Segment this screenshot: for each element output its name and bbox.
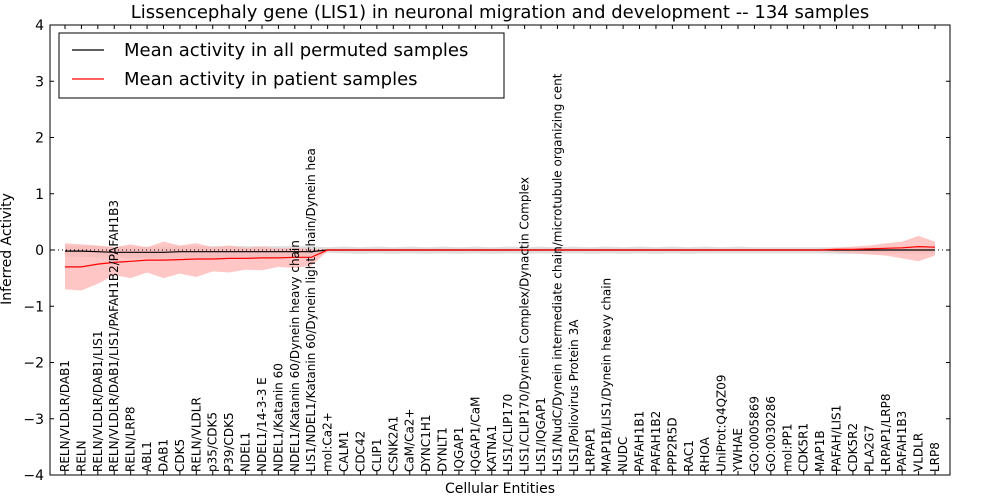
y-tick-label: −2 xyxy=(23,356,44,372)
x-tick-label: mol:Ca2+ xyxy=(321,412,335,472)
legend: Mean activity in all permuted samples Me… xyxy=(58,32,505,99)
patient-mean-line xyxy=(65,245,936,268)
x-tick-label: LIS1/CLIP170/Dynein Complex/Dynactin Com… xyxy=(518,177,532,472)
x-tick-label: MAP1B xyxy=(813,430,827,472)
x-tick-label: LRP8 xyxy=(928,442,942,472)
x-tick-label: NUDC xyxy=(616,437,630,472)
x-tick-label: PAFAH1B3 xyxy=(895,411,909,472)
patient-band xyxy=(65,235,935,291)
x-tick-label: LRPAP1 xyxy=(583,427,597,472)
x-tick-label: CDK5R2 xyxy=(846,423,860,472)
x-tick-label: LIS1/Poliovirus Protein 3A xyxy=(567,319,581,472)
x-tick-label: NDEL1/14-3-3 E xyxy=(255,377,269,472)
x-tick-label: RELN xyxy=(74,440,88,472)
x-tick-label: DYNLT1 xyxy=(436,427,450,472)
legend-label-patient: Mean activity in patient samples xyxy=(124,69,418,90)
x-tick-label: CALM1 xyxy=(337,431,351,472)
x-tick-label: RHOA xyxy=(698,436,712,472)
y-tick-label: −4 xyxy=(23,468,44,484)
x-tick-label: RELN/VLDLR xyxy=(189,397,203,472)
y-tick-label: 3 xyxy=(35,74,44,90)
x-tick-label: mol:PP1 xyxy=(780,423,794,472)
x-tick-label: RELN/VLDLR/DAB1/LIS1/PAFAH1B2/PAFAH1B3 xyxy=(107,200,121,472)
series-lines xyxy=(50,245,950,268)
y-axis-label: Inferred Activity xyxy=(0,193,15,305)
x-tick-label: LIS1/NDEL1/Katanin 60/Dynein light chain… xyxy=(304,148,318,472)
legend-label-permuted: Mean activity in all permuted samples xyxy=(124,40,468,61)
x-tick-label: PLA2G7 xyxy=(862,425,876,472)
x-tick-label: IQGAP1 xyxy=(452,427,466,472)
x-tick-label: UniProt:Q4QZ09 xyxy=(715,374,729,472)
x-tick-label: PAFAH/LIS1 xyxy=(830,405,844,472)
x-tick-label: IQGAP1/CaM xyxy=(468,397,482,473)
x-tick-label: P39/CDK5 xyxy=(222,412,236,472)
x-tick-label: YWHAE xyxy=(731,428,745,473)
y-tick-label: 1 xyxy=(35,187,44,203)
confidence-bands xyxy=(65,235,935,291)
y-tick-label: 4 xyxy=(35,18,44,34)
x-tick-label: CaM/Ca2+ xyxy=(403,408,417,472)
x-tick-label: PAFAH1B1 xyxy=(633,411,647,472)
x-tick-label: LIS1/IQGAP1 xyxy=(534,397,548,472)
x-axis-label: Cellular Entities xyxy=(445,481,555,497)
x-tick-label: RAC1 xyxy=(682,440,696,472)
x-tick-label: p35/CDK5 xyxy=(206,412,220,472)
x-tick-label: LIS1/CLIP170 xyxy=(501,394,515,472)
x-tick-label: CDK5R1 xyxy=(797,423,811,472)
x-tick-label: PAFAH1B2 xyxy=(649,411,663,472)
x-tick-label: KATNA1 xyxy=(485,425,499,472)
x-tick-label: RELN/LRP8 xyxy=(124,406,138,472)
x-tick-label: RELN/VLDLR/DAB1 xyxy=(58,360,72,472)
x-tick-label: CDK5 xyxy=(173,439,187,472)
x-tick-label: VLDLR xyxy=(912,433,926,472)
x-tick-label: LIS1/NudC/Dynein intermediate chain/micr… xyxy=(551,73,565,472)
plot-frame xyxy=(49,24,951,476)
x-tick-label: NDEL1/Katanin 60 xyxy=(271,363,285,472)
y-tick-label: −3 xyxy=(23,412,44,428)
x-tick-label: CDC42 xyxy=(354,431,368,472)
x-tick-label: MAP1B/LIS1/Dynein heavy chain xyxy=(600,278,614,472)
y-tick-label: 2 xyxy=(35,131,44,147)
x-tick-label: CSNK2A1 xyxy=(386,416,400,472)
x-tick-label: NDEL1 xyxy=(239,432,253,472)
y-tick-label: −1 xyxy=(23,299,44,315)
x-tick-label: DYNC1H1 xyxy=(419,414,433,472)
x-tick-label: CLIP1 xyxy=(370,439,384,472)
x-tick-label: ABL1 xyxy=(140,441,154,472)
x-tick-label: PPP2R5D xyxy=(665,417,679,472)
y-tick-label: 0 xyxy=(35,243,44,259)
x-tick-label: NDEL1/Katanin 60/Dynein heavy chain xyxy=(288,240,302,472)
x-tick-label: RELN/VLDLR/DAB1/LIS1 xyxy=(91,331,105,472)
legend-box xyxy=(58,32,505,99)
x-tick-label: DAB1 xyxy=(157,439,171,472)
chart-title: Lissencephaly gene (LIS1) in neuronal mi… xyxy=(131,2,870,23)
x-tick-label: GO:0005869 xyxy=(747,396,761,472)
x-tick-label: LRPAP1/LRP8 xyxy=(879,393,893,472)
y-tick-labels: −4 −3 −2 −1 0 1 2 3 4 xyxy=(23,18,950,484)
x-tick-label: GO:0030286 xyxy=(764,396,778,472)
